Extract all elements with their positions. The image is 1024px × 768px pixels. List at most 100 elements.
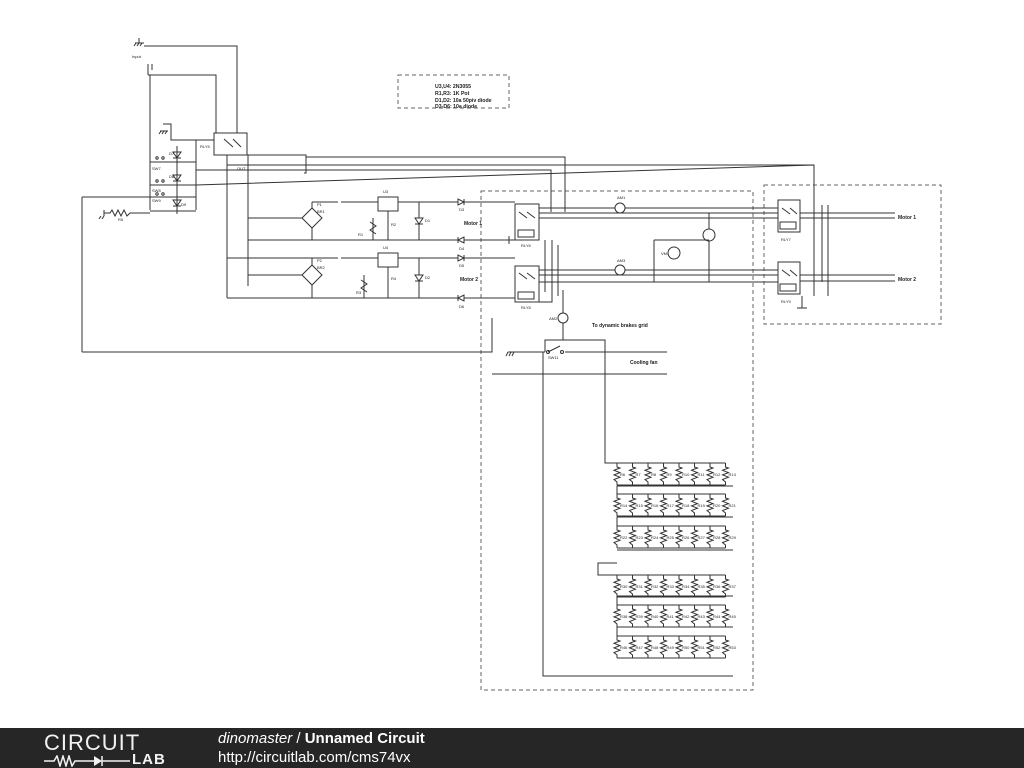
vm1-label: VM1 <box>661 251 670 256</box>
brake-resistor <box>643 526 653 548</box>
brake-resistor <box>659 526 668 548</box>
ammeter-am1: AM1 <box>614 195 626 214</box>
brake-resistor-label: R24 <box>651 535 659 540</box>
brake-resistor-label: R28 <box>713 535 721 540</box>
brake-resistor-label: R53 <box>729 645 737 650</box>
brake-resistor <box>674 526 684 548</box>
brake-resistor <box>628 463 637 485</box>
brake-resistor-label: R39 <box>636 614 644 619</box>
brake-resistor-label: R26 <box>682 535 690 540</box>
brake-resistor <box>674 636 684 658</box>
brakes-label: To dynamic brakes grid <box>592 323 648 329</box>
brake-resistor-label: R12 <box>713 472 721 477</box>
brake-resistor-label: R51 <box>698 645 706 650</box>
brake-resistor <box>643 463 653 485</box>
brake-resistor-label: R10 <box>682 472 690 477</box>
relay-ground-symbol <box>158 123 172 135</box>
brake-resistor-label: R8 <box>651 472 657 477</box>
relay-motor1-right: RLY7 <box>777 199 801 242</box>
sw11-label: SW11 <box>548 355 559 360</box>
circuit-url[interactable]: http://circuitlab.com/cms74vx <box>218 749 411 766</box>
circuitlab-logo[interactable]: CIRCUIT LAB <box>44 731 184 768</box>
motor2-left-label: Motor 2 <box>460 277 478 283</box>
brake-resistor <box>612 526 622 548</box>
brake-resistor-label: R45 <box>729 614 737 619</box>
brake-resistor-label: R14 <box>620 503 628 508</box>
brake-resistor <box>659 575 668 597</box>
footer-bar: CIRCUIT LAB dinomaster / Unnamed Circuit… <box>0 728 1024 768</box>
svg-text:RLY5: RLY5 <box>200 144 210 149</box>
brake-resistor <box>659 494 668 516</box>
am3-label: AM3 <box>617 258 626 263</box>
brake-resistor <box>628 575 637 597</box>
brake-resistor <box>628 494 637 516</box>
brake-resistor-label: R37 <box>729 584 737 589</box>
brake-resistor-label: R40 <box>651 614 659 619</box>
svg-text:SW9: SW9 <box>152 198 161 203</box>
brake-resistor-label: R44 <box>713 614 721 619</box>
brake-resistor <box>721 605 730 627</box>
input-label: Input <box>132 54 142 59</box>
brake-resistor <box>612 605 622 627</box>
brake-resistor-label: R30 <box>620 584 628 589</box>
svg-text:SW8: SW8 <box>152 188 161 193</box>
driver-u4: U4 R3 R4 D2 P2 BR2 <box>227 245 465 299</box>
brake-resistor <box>674 575 684 597</box>
voltmeter-vm2 <box>702 228 716 242</box>
brake-resistor-label: R43 <box>698 614 706 619</box>
input-ground-symbol <box>133 38 144 47</box>
d4-label: D4 <box>459 246 465 251</box>
brake-resistor <box>721 494 730 516</box>
brake-resistor <box>721 526 730 548</box>
brake-resistor-label: R41 <box>667 614 675 619</box>
fan-switch: SW11 <box>492 339 667 375</box>
brake-resistor-label: R34 <box>682 584 690 589</box>
brake-resistor <box>659 463 668 485</box>
brake-resistor <box>690 575 699 597</box>
mid-ground-symbol <box>505 236 515 244</box>
brake-resistor <box>690 605 699 627</box>
brake-resistor-label: R52 <box>713 645 721 650</box>
svg-text:RLY8: RLY8 <box>521 305 531 310</box>
r1-label: R1 <box>358 232 364 237</box>
d5-label: D5 <box>459 263 465 268</box>
brake-resistor-label: R36 <box>713 584 721 589</box>
brake-resistor <box>612 575 622 597</box>
schematic-canvas: U3,U4: 2N3055 R1,R3: 1K Pot D1,D2: 10a 5… <box>81 38 942 691</box>
brake-resistor <box>705 605 715 627</box>
note-line-1: U3,U4: 2N3055 <box>435 84 471 90</box>
brake-resistor <box>705 636 715 658</box>
relay-motor1-mid: RLY6 <box>514 203 540 248</box>
brake-resistor-label: R18 <box>682 503 690 508</box>
brake-resistor <box>643 636 653 658</box>
brake-resistor <box>705 575 715 597</box>
brake-resistor <box>612 463 622 485</box>
logo-waveform-icon <box>44 755 130 767</box>
credit-separator: / <box>292 730 305 747</box>
brakes-enclosure <box>480 190 754 691</box>
logo-bottom-text: LAB <box>132 751 166 768</box>
author-link[interactable]: dinomaster <box>218 730 293 747</box>
d1-label: D1 <box>425 218 431 223</box>
svg-text:BR2: BR2 <box>317 265 326 270</box>
note-box <box>397 74 510 109</box>
relay-motor2-mid: RLY8 <box>514 265 540 310</box>
brake-resistor-label: R23 <box>636 535 644 540</box>
r2-label: R2 <box>391 222 397 227</box>
brake-resistor <box>721 575 730 597</box>
r4-label: R4 <box>391 276 397 281</box>
brake-resistor-label: R19 <box>698 503 706 508</box>
brake-resistor <box>690 494 699 516</box>
ammeter-am2: AM2 <box>549 312 569 324</box>
brake-resistor <box>690 636 699 658</box>
am1-label: AM1 <box>617 195 626 200</box>
brake-resistor <box>628 605 637 627</box>
brake-resistor <box>721 463 730 485</box>
brake-resistor-label: R20 <box>713 503 721 508</box>
relay-top-left <box>213 132 248 156</box>
